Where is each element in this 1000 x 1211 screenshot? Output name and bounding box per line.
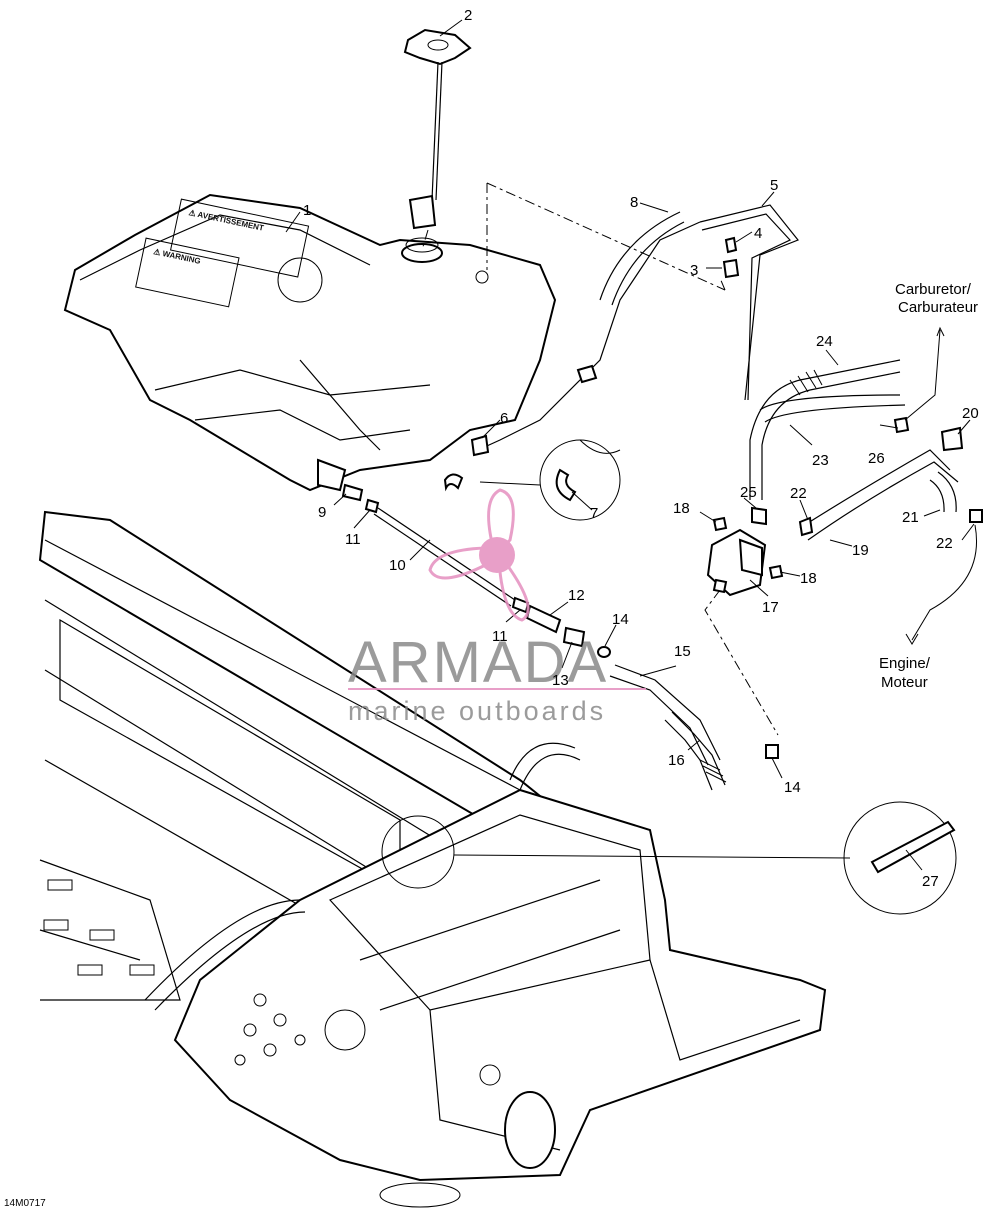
detail-circle-27 <box>843 801 957 915</box>
fuel-cap-assembly <box>403 28 472 251</box>
callout-21: 21 <box>902 509 919 526</box>
callout-leaders <box>285 19 975 871</box>
fuel-pump-assembly <box>706 326 983 645</box>
callout-26: 26 <box>868 450 885 467</box>
caption-carburetor-fr: Carburateur <box>898 299 978 316</box>
caption-carburetor-en: Carburetor/ <box>895 281 972 298</box>
callout-15: 15 <box>674 643 691 660</box>
callout-12: 12 <box>568 587 585 604</box>
figure-code: 14M0717 <box>4 1198 46 1209</box>
callout-4: 4 <box>754 225 762 242</box>
callout-8: 8 <box>630 194 638 211</box>
armada-propeller-logo <box>428 488 530 622</box>
callout-1: 1 <box>303 202 311 219</box>
hoses-upper <box>443 204 799 521</box>
callout-25: 25 <box>740 484 757 501</box>
callout-11-lower: 11 <box>492 628 508 645</box>
callout-17: 17 <box>762 599 779 616</box>
callout-7: 7 <box>590 505 598 522</box>
callout-24: 24 <box>816 333 833 350</box>
callout-20: 20 <box>962 405 979 422</box>
callout-22-lower: 22 <box>936 535 953 552</box>
callout-14-upper: 14 <box>612 611 629 628</box>
callout-16: 16 <box>668 752 685 769</box>
chassis-frame <box>38 510 851 1208</box>
callout-3: 3 <box>690 262 698 279</box>
callout-18-upper: 18 <box>673 500 690 517</box>
callout-5: 5 <box>770 177 778 194</box>
callout-27: 27 <box>922 873 939 890</box>
callout-9: 9 <box>318 504 326 521</box>
caption-engine-en: Engine/ <box>879 655 931 672</box>
fuel-tank: ⚠ AVERTISSEMENT ⚠ WARNING <box>63 193 557 492</box>
callout-10: 10 <box>389 557 406 574</box>
callout-22-upper: 22 <box>790 485 807 502</box>
callout-6: 6 <box>500 410 508 427</box>
callout-23: 23 <box>812 452 829 469</box>
construction-lines <box>486 182 779 736</box>
callout-13: 13 <box>552 672 569 689</box>
callout-18-lower: 18 <box>800 570 817 587</box>
callout-labels: 1 2 3 4 5 6 7 8 9 10 11 11 12 13 14 14 1… <box>303 7 979 890</box>
watermark-brand: ARMADA <box>348 630 608 695</box>
callout-14-lower: 14 <box>784 779 801 796</box>
callout-11-upper: 11 <box>345 531 361 548</box>
callout-2: 2 <box>464 7 472 24</box>
flow-captions: Carburetor/ Carburateur Engine/ Moteur <box>879 281 978 691</box>
watermark-tagline: marine outboards <box>348 696 606 726</box>
callout-19: 19 <box>852 542 869 559</box>
armada-watermark: ARMADA marine outboards <box>348 488 646 726</box>
caption-engine-fr: Moteur <box>881 674 928 691</box>
